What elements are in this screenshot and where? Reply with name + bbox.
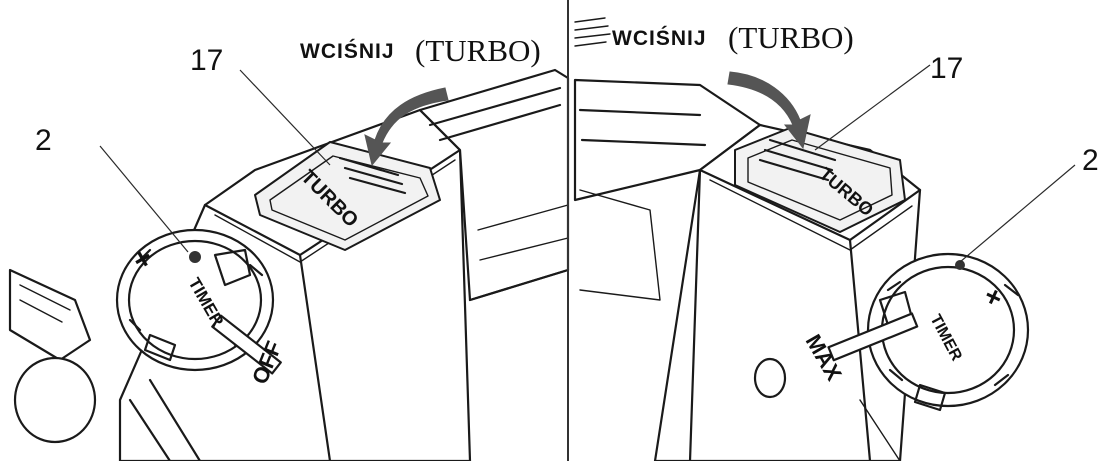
right-callout-line-17	[814, 64, 931, 151]
left-dial-indicator-dot	[189, 251, 201, 263]
left-timer-dial[interactable]: + TIMER	[115, 228, 282, 375]
right-callout-17: 17	[930, 52, 963, 85]
left-callout-17: 17	[190, 44, 223, 77]
right-instruction: WCIŚNIJ (TURBO)	[612, 20, 854, 55]
left-instruction-paren: (TURBO)	[415, 33, 541, 68]
right-instruction-paren: (TURBO)	[728, 20, 854, 55]
left-device-body	[8, 68, 570, 463]
right-timer-dial[interactable]: + TIMER	[827, 252, 1030, 412]
left-panel: TURBO + TIMER OFF 2 17 WCIŚNIJ (TURBO)	[8, 33, 570, 463]
right-instruction-word: WCIŚNIJ	[612, 26, 707, 50]
right-callout-2: 2	[1082, 144, 1099, 177]
left-callout-line-2	[99, 145, 189, 253]
left-callout-2: 2	[35, 124, 52, 157]
left-callout-line-17	[239, 69, 331, 166]
left-instruction-word: WCIŚNIJ	[300, 39, 395, 63]
right-device-body	[573, 78, 922, 463]
right-dial-indicator-dot	[955, 260, 965, 270]
right-press-arrow	[727, 71, 811, 150]
right-callout-line-2	[959, 164, 1076, 263]
left-press-arrow	[364, 87, 449, 167]
left-instruction: WCIŚNIJ (TURBO)	[300, 33, 541, 68]
right-turbo-button[interactable]: TURBO	[734, 127, 906, 233]
left-turbo-button[interactable]: TURBO	[254, 141, 441, 251]
right-corner-hatch	[574, 17, 611, 47]
right-panel: TURBO + TIMER MAX 2 17 WCIŚ	[573, 17, 1099, 463]
